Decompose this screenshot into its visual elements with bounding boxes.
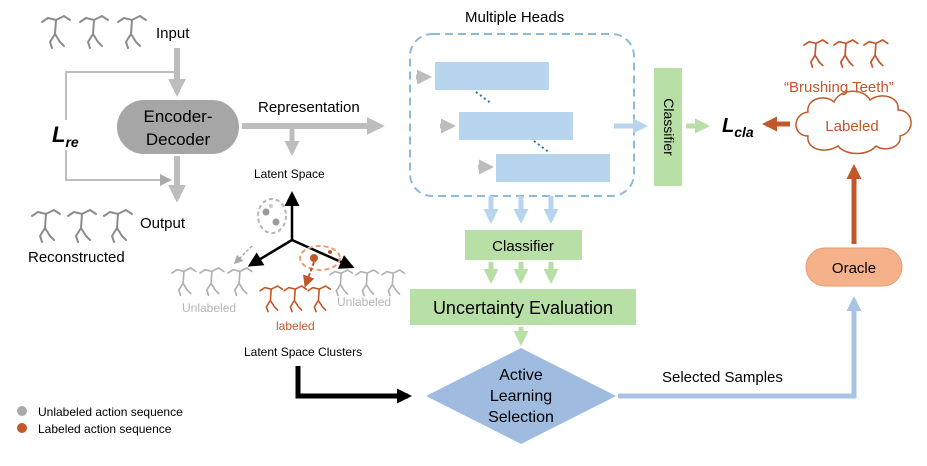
labeled-cloud-shape [795,90,912,155]
als-label-line2: Learning [490,388,552,405]
als-label-line3: Selection [488,409,554,426]
labeled-cloud-label: Labeled [825,118,878,135]
input-label: Input [156,25,190,42]
arrow-selected-to-oracle [618,296,862,399]
head-ellipsis-1 [475,91,493,105]
arrow-cluster-to-unlabeled-left [233,245,253,265]
unlabeled-skeletons-left [171,267,253,297]
legend-labeled-dot-icon [17,423,27,433]
encoder-label-line1: Encoder- [144,107,213,126]
arrow-clusters-to-selection [295,366,412,404]
cla-loss-symbol: Lcla [722,115,754,140]
oracle-block [805,247,903,287]
skeleton-figure-icon [199,267,225,297]
skeleton-figure-icon [381,269,406,297]
brushing-teeth-label: “Brushing Teeth” [784,79,894,96]
reconstructed-label: Reconstructed [28,249,125,266]
skeleton-figure-icon [67,208,97,243]
encoder-decoder-block [117,100,239,154]
skeleton-figure-icon [833,39,859,69]
classifier-bottom-label: Classifier [492,238,554,255]
latent-axis-right [291,238,355,269]
unlabeled-right-label: Unlabeled [337,295,391,309]
re-loss-bracket-bottom [65,150,172,186]
re-loss-bracket-top [65,71,177,120]
labeled-skeletons [259,285,332,313]
selected-samples-label: Selected Samples [662,369,783,386]
labeled-skeletons-top-right [803,39,889,69]
legend-unlabeled-label: Unlabeled action sequence [38,405,183,419]
representation-label: Representation [258,99,360,116]
latent-space-label: Latent Space [254,167,325,181]
classifier-vertical-block [654,68,682,186]
skeleton-figure-icon [355,269,380,297]
head-ellipsis-2 [533,140,551,154]
arrow-cluster-to-labeled [303,261,315,288]
als-label-line1: Active [499,367,543,384]
skeleton-figure-icon [41,14,71,49]
multiple-heads-label: Multiple Heads [465,9,564,26]
encoder-label-line2: Decoder [146,130,211,149]
head-block-3 [496,154,610,182]
skeleton-figure-icon [171,267,197,297]
output-label: Output [140,215,186,232]
skeleton-figure-icon [227,267,253,297]
latent-axis-left [247,238,293,267]
output-skeleton-group [31,208,133,243]
unlabeled-left-label: Unlabeled [182,301,236,315]
classifier-vertical-label: Classifier [661,98,677,156]
legend-unlabeled-dot-icon [17,406,27,416]
uncertainty-evaluation-block [410,289,636,325]
labeled-cluster-label: labeled [276,319,315,333]
oracle-label: Oracle [832,260,876,277]
skeleton-figure-icon [307,285,332,313]
latent-space-clusters-label: Latent Space Clusters [244,345,362,359]
skeleton-figure-icon [117,14,147,49]
input-skeleton-group [41,14,147,49]
head-block-1 [435,62,549,90]
uncertainty-evaluation-label: Uncertainty Evaluation [433,298,613,318]
active-learning-selection-diamond [426,348,616,444]
unlabeled-cluster-top [257,198,287,234]
re-loss-symbol: Lre [52,122,79,150]
skeleton-figure-icon [79,14,109,49]
skeleton-figure-icon [283,285,308,313]
head-block-2 [459,112,573,140]
skeleton-figure-icon [31,208,61,243]
labeled-cluster-center [299,245,341,271]
classifier-bottom-block [465,230,582,260]
skeleton-figure-icon [103,208,133,243]
unlabeled-skeletons-right [329,269,406,297]
skeleton-figure-icon [259,285,284,313]
legend-labeled-label: Labeled action sequence [38,422,172,436]
skeleton-figure-icon [863,39,889,69]
skeleton-figure-icon [329,269,354,297]
skeleton-figure-icon [803,39,829,69]
